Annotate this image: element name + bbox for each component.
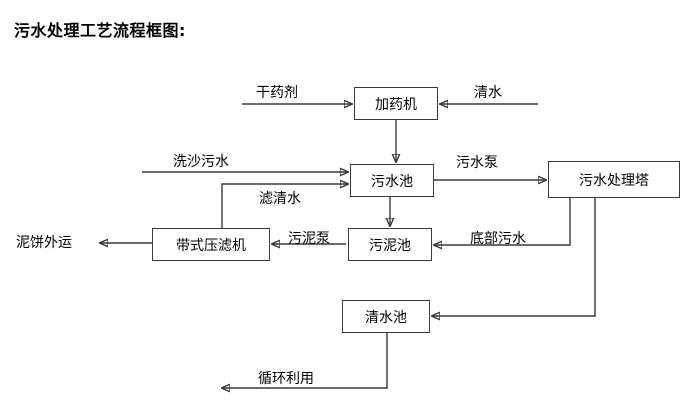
- edge-label-bottom-sewage: 底部污水: [470, 231, 526, 247]
- page-title: 污水处理工艺流程框图:: [14, 21, 186, 40]
- edge-label-sewage-pump: 污水泵: [456, 155, 498, 171]
- edge-tower-to-clear-water: [432, 198, 596, 316]
- node-belt-filter-press[interactable]: 带式压滤机: [152, 228, 270, 261]
- edge-label-mud-cake-outbound: 泥饼外运: [16, 235, 72, 251]
- edge-label-dry-reagent: 干药剂: [256, 85, 298, 101]
- node-wastewater-pool[interactable]: 污水池: [350, 164, 434, 197]
- edge-label-sand-wash-sewage: 洗沙污水: [173, 154, 229, 170]
- node-clear-water-pool[interactable]: 清水池: [342, 300, 430, 333]
- edge-label-recycle-reuse: 循环利用: [258, 371, 314, 387]
- node-treatment-tower[interactable]: 污水处理塔: [548, 161, 680, 198]
- edge-label-clean-water-in: 清水: [474, 85, 502, 101]
- node-sludge-pool[interactable]: 污泥池: [348, 228, 432, 261]
- edge-label-filtrate-water: 滤清水: [259, 191, 301, 207]
- node-dosing-machine[interactable]: 加药机: [354, 87, 438, 120]
- edge-label-sludge-pump: 污泥泵: [288, 231, 330, 247]
